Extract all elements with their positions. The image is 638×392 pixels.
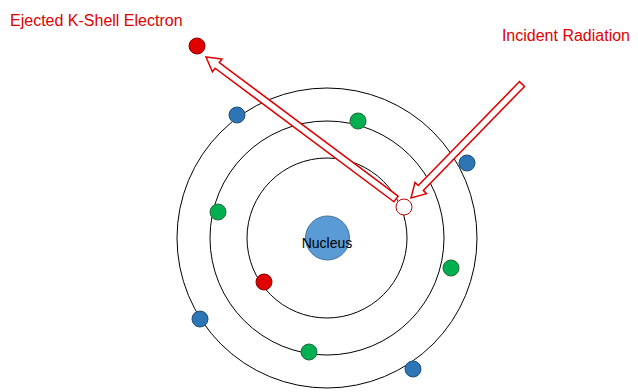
outer-orbit [177, 88, 477, 388]
electron-vacancy [396, 199, 412, 215]
middle-electron [210, 204, 226, 220]
middle-electron [301, 344, 317, 360]
ejected-electron-label: Ejected K-Shell Electron [10, 11, 183, 30]
outer-electron [459, 155, 475, 171]
outer-electron [229, 107, 245, 123]
inner-orbit [247, 158, 407, 318]
k-shell-electron [256, 274, 272, 290]
nucleus-label: Nucleus [300, 235, 355, 252]
outer-electron [405, 361, 421, 377]
outer-electron [192, 311, 208, 327]
ejected-electron [189, 38, 205, 54]
middle-electron [350, 113, 366, 129]
incident-arrow [411, 82, 525, 198]
incident-radiation-label: Incident Radiation [502, 26, 630, 45]
nucleus: Nucleus [300, 215, 355, 261]
middle-orbit [210, 121, 444, 355]
ejection-arrow [206, 57, 398, 202]
middle-electron [443, 260, 459, 276]
